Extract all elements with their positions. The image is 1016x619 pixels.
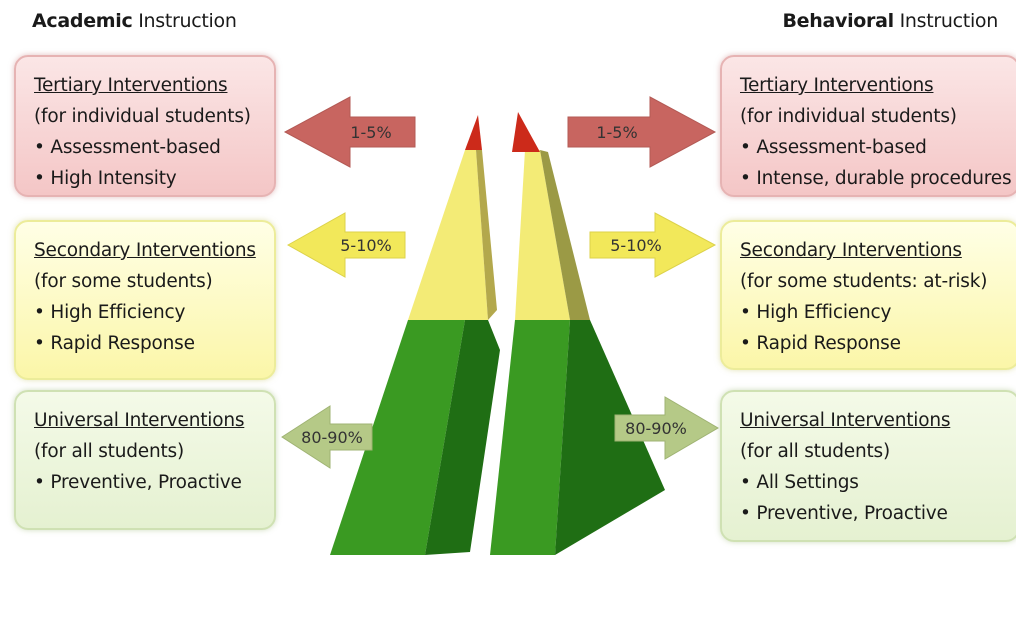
behavioral-pyramid-green-side — [555, 320, 665, 555]
academic-universal-bullet: Preventive, Proactive — [34, 467, 274, 498]
behavioral-universal-subtitle: (for all students) — [740, 441, 891, 462]
behavioral-tertiary-subtitle: (for individual students) — [740, 106, 957, 127]
academic-universal-title: Universal Interventions — [34, 410, 245, 431]
academic-pyramid-yellow-front — [408, 150, 488, 320]
behavioral-tertiary-box: Tertiary Interventions (for individual s… — [720, 55, 1016, 197]
behavioral-instruction-heading: Behavioral Instruction — [782, 10, 998, 32]
academic-secondary-percent: 5-10% — [340, 236, 392, 255]
behavioral-secondary-percent: 5-10% — [610, 236, 662, 255]
behavioral-universal-box: Universal Interventions (for all student… — [720, 390, 1016, 542]
academic-tertiary-bullet: Assessment-based — [34, 132, 274, 163]
academic-secondary-arrow: 5-10% — [286, 212, 406, 278]
academic-instruction-heading: Academic Instruction — [32, 10, 237, 32]
behavioral-universal-bullet: All Settings — [740, 467, 1016, 498]
behavioral-tertiary-bullet: Assessment-based — [740, 132, 1016, 163]
behavioral-universal-bullet: Preventive, Proactive — [740, 498, 1016, 529]
behavioral-tertiary-title: Tertiary Interventions — [740, 75, 934, 96]
behavioral-tertiary-percent: 1-5% — [596, 123, 637, 142]
academic-pyramid-green-front — [330, 320, 465, 555]
academic-pyramid-green-side — [425, 320, 500, 555]
behavioral-tertiary-bullet: Intense, durable procedures — [740, 163, 1016, 194]
behavioral-pyramid-yellow-side — [540, 150, 590, 320]
behavioral-secondary-title: Secondary Interventions — [740, 240, 962, 261]
academic-tertiary-arrow: 1-5% — [283, 96, 416, 168]
behavioral-pyramid-yellow-front — [515, 150, 570, 320]
academic-pyramid-red-tip — [465, 115, 482, 150]
academic-tertiary-box: Tertiary Interventions (for individual s… — [14, 55, 276, 197]
academic-secondary-bullet: High Efficiency — [34, 297, 274, 328]
academic-universal-box: Universal Interventions (for all student… — [14, 390, 276, 530]
academic-tertiary-title: Tertiary Interventions — [34, 75, 228, 96]
behavioral-tertiary-arrow: 1-5% — [567, 96, 717, 168]
academic-universal-percent: 80-90% — [301, 428, 363, 447]
academic-pyramid — [330, 115, 500, 555]
behavioral-universal-percent: 80-90% — [625, 419, 687, 438]
behavioral-pyramid-green-front — [490, 320, 570, 555]
behavioral-secondary-subtitle: (for some students: at-risk) — [740, 271, 988, 292]
academic-universal-arrow: 80-90% — [281, 405, 373, 469]
academic-tertiary-bullet: High Intensity — [34, 163, 274, 194]
academic-pyramid-yellow-side — [476, 150, 497, 320]
behavioral-universal-arrow: 80-90% — [614, 396, 719, 460]
academic-secondary-box: Secondary Interventions (for some studen… — [14, 220, 276, 380]
behavioral-universal-title: Universal Interventions — [740, 410, 951, 431]
behavioral-secondary-arrow: 5-10% — [589, 212, 717, 278]
academic-universal-subtitle: (for all students) — [34, 441, 185, 462]
behavioral-secondary-box: Secondary Interventions (for some studen… — [720, 220, 1016, 370]
academic-tertiary-percent: 1-5% — [350, 123, 391, 142]
behavioral-secondary-bullet: Rapid Response — [740, 328, 1016, 359]
academic-secondary-bullet: Rapid Response — [34, 328, 274, 359]
academic-tertiary-subtitle: (for individual students) — [34, 106, 251, 127]
behavioral-pyramid-red-tip — [512, 112, 540, 152]
academic-secondary-title: Secondary Interventions — [34, 240, 256, 261]
academic-secondary-subtitle: (for some students) — [34, 271, 213, 292]
behavioral-pyramid — [490, 112, 665, 555]
behavioral-secondary-bullet: High Efficiency — [740, 297, 1016, 328]
